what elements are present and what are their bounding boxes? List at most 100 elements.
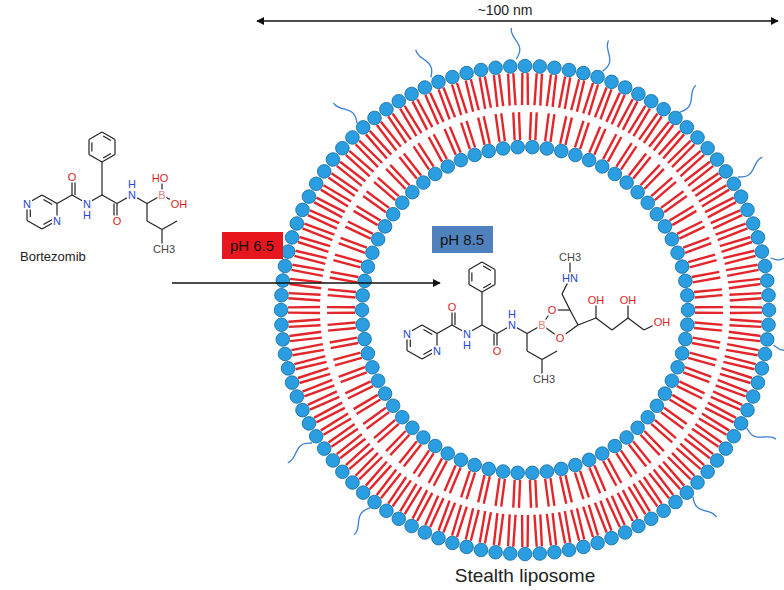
lipid-tail bbox=[730, 311, 762, 314]
lipid-head bbox=[380, 102, 394, 116]
lipid-head bbox=[591, 70, 605, 84]
chemical-bond bbox=[422, 325, 437, 334]
lipid-head bbox=[710, 454, 724, 468]
lipid-head bbox=[474, 63, 488, 77]
lipid-tail bbox=[530, 480, 531, 508]
atom-label: H bbox=[462, 340, 472, 351]
lipid-head bbox=[302, 190, 316, 204]
chemical-bond bbox=[562, 294, 570, 310]
peg-chain bbox=[774, 345, 784, 350]
lipid-head bbox=[405, 519, 419, 533]
lipid-head bbox=[741, 403, 755, 417]
lipid-tail bbox=[723, 362, 754, 369]
lipid-tail bbox=[457, 83, 467, 113]
chemical-bond bbox=[628, 318, 644, 330]
lipid-tail bbox=[727, 344, 758, 350]
lipid-head bbox=[671, 360, 685, 374]
lipid-tail bbox=[289, 284, 321, 288]
lipid-head bbox=[276, 333, 290, 347]
lipid-head bbox=[468, 458, 482, 472]
lipid-head bbox=[296, 403, 310, 417]
ph-label: pH 8.5 bbox=[440, 232, 485, 247]
lipid-head bbox=[346, 131, 360, 145]
lipid-head bbox=[454, 153, 468, 167]
lipid-tail bbox=[693, 338, 721, 343]
lipid-tail bbox=[393, 113, 411, 139]
lipid-tail bbox=[377, 470, 396, 495]
lipid-tail bbox=[296, 251, 327, 258]
ph-box: pH 8.5 bbox=[432, 226, 493, 253]
lipid-head bbox=[562, 63, 576, 77]
lipid-tail bbox=[521, 73, 524, 105]
lipid-head bbox=[336, 465, 350, 479]
chemical-bond bbox=[481, 307, 482, 325]
lipid-head bbox=[657, 102, 671, 116]
lipid-head bbox=[691, 476, 705, 490]
lipid-head bbox=[554, 144, 568, 158]
size-arrow bbox=[257, 20, 778, 22]
lipid-head bbox=[446, 536, 460, 550]
lipid-tail bbox=[335, 255, 362, 263]
atom-label: N bbox=[402, 328, 412, 339]
lipid-tail bbox=[679, 227, 704, 239]
lipid-tail bbox=[729, 284, 761, 288]
lipid-tail bbox=[654, 125, 673, 150]
atom-label: H bbox=[82, 210, 92, 221]
lipid-tail bbox=[649, 473, 669, 498]
chemical-bond bbox=[482, 325, 497, 334]
lipid-head bbox=[577, 66, 591, 80]
lipid-tail bbox=[308, 215, 337, 228]
lipid-tail bbox=[670, 206, 694, 220]
lipid-tail bbox=[290, 279, 322, 283]
lipid-head bbox=[278, 259, 292, 273]
lipid-tail bbox=[560, 476, 566, 503]
lipid-tail bbox=[705, 408, 733, 423]
lipid-head bbox=[554, 462, 568, 476]
lipid-tail bbox=[583, 507, 593, 537]
lipid-head bbox=[618, 81, 632, 95]
atom-label: H bbox=[127, 179, 137, 190]
chemical-bond bbox=[494, 270, 495, 285]
lipid-tail bbox=[547, 74, 551, 106]
peg-chain bbox=[603, 40, 610, 71]
lipid-tail bbox=[634, 109, 650, 137]
lipid-tail bbox=[519, 480, 520, 508]
lipid-tail bbox=[499, 514, 503, 546]
lipid-tail bbox=[621, 146, 637, 169]
lipid-head bbox=[548, 545, 562, 559]
lipid-head bbox=[650, 207, 664, 221]
lipid-tail bbox=[565, 475, 571, 502]
lipid-tail bbox=[485, 512, 491, 543]
lipid-tail bbox=[345, 227, 370, 239]
chemical-bond bbox=[481, 292, 482, 307]
atom-label: N bbox=[52, 215, 62, 226]
lipid-tail bbox=[551, 478, 555, 506]
chemical-bond bbox=[57, 195, 72, 204]
lipid-tail bbox=[499, 74, 503, 106]
lipid-tail bbox=[565, 77, 570, 109]
lipid-tail bbox=[513, 515, 515, 547]
lipid-head bbox=[533, 60, 547, 74]
lipid-head bbox=[326, 153, 340, 167]
chemical-bond bbox=[483, 284, 491, 288]
lipid-head bbox=[428, 167, 442, 181]
lipid-tail bbox=[702, 190, 729, 207]
lipid-tail bbox=[575, 472, 584, 499]
lipid-tail bbox=[730, 306, 762, 309]
lipid-head bbox=[632, 519, 646, 533]
lipid-tail bbox=[693, 277, 721, 282]
lipid-tail bbox=[404, 153, 421, 175]
lipid-head bbox=[380, 504, 394, 518]
lipid-tail bbox=[711, 210, 740, 223]
lipid-tail bbox=[405, 106, 422, 133]
lipid-tail bbox=[680, 155, 704, 176]
peg-chain bbox=[288, 443, 312, 463]
lipid-tail bbox=[672, 211, 696, 225]
lipid-head bbox=[302, 417, 316, 431]
lipid-head bbox=[734, 417, 748, 431]
lipid-tail bbox=[291, 270, 322, 276]
lipid-head bbox=[281, 362, 295, 376]
chemical-bond bbox=[147, 221, 162, 230]
